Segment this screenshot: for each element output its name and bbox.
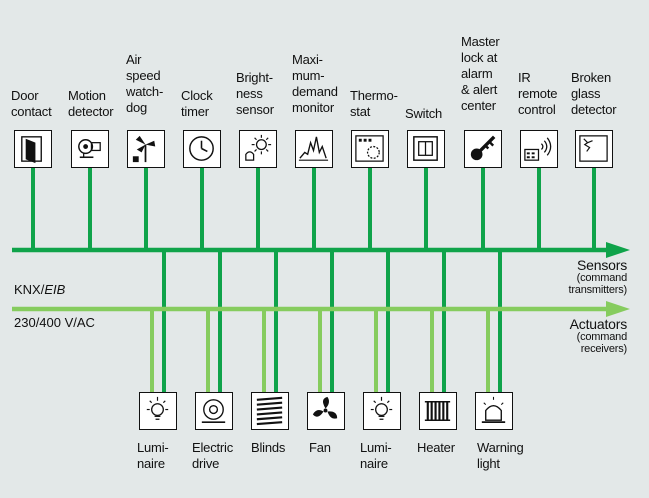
- sensor-label-max-demand-monitor: Maxi- mum- demand monitor: [292, 52, 338, 115]
- power-link-1: [150, 309, 154, 392]
- power-link-4: [318, 309, 322, 392]
- motion-detector-icon: [78, 139, 101, 159]
- warning-light-icon: [481, 396, 506, 424]
- sensor-drop-11: [592, 166, 596, 250]
- sensor-label-motion-detector: Motion detector: [68, 88, 114, 119]
- actuator-link-2: [218, 250, 222, 392]
- power-link-7: [486, 309, 490, 392]
- door-contact-device: [14, 130, 52, 168]
- master-lock-device: [464, 130, 502, 168]
- actuator-label-electric-drive: Electric drive: [192, 440, 234, 471]
- power-bus-label: 230/400 V/AC: [14, 315, 95, 330]
- sensor-drop-3: [144, 166, 148, 250]
- ir-remote-icon: [524, 137, 552, 161]
- actuator-label-fan: Fan: [309, 440, 331, 455]
- actuator-link-4: [330, 250, 334, 392]
- sensor-drop-8: [424, 166, 428, 250]
- power-link-2: [206, 309, 210, 392]
- brightness-sensor-device: [239, 130, 277, 168]
- actuator-link-5: [386, 250, 390, 392]
- blinds-icon: [256, 396, 283, 426]
- knx-eib-label: KNX/EIB: [14, 282, 66, 297]
- sensor-label-air-speed-watchdog: Air speed watch- dog: [126, 52, 164, 115]
- switch-icon: [413, 136, 438, 161]
- actuators-title: Actuators: [569, 316, 628, 332]
- motion-detector-device: [71, 130, 109, 168]
- motor-icon: [201, 399, 226, 423]
- thermostat-icon: [355, 135, 384, 162]
- sensors-subtitle-2: transmitters): [568, 284, 627, 296]
- sensor-bus-arrow: [606, 242, 630, 258]
- actuators-subtitle-1: (command: [576, 331, 628, 343]
- actuator-label-warning-light: Warning light: [477, 440, 524, 471]
- broken-glass-icon: [579, 135, 608, 162]
- clock-timer-device: [183, 130, 221, 168]
- sensors-subtitle-1: (command: [576, 272, 628, 284]
- sun-sensor-icon: [245, 134, 272, 161]
- power-bus-arrow: [606, 301, 630, 317]
- clock-icon: [189, 136, 214, 161]
- power-link-5: [374, 309, 378, 392]
- sensor-drop-10: [537, 166, 541, 250]
- heater-device: [419, 392, 457, 430]
- sensor-drop-9: [481, 166, 485, 250]
- actuator-link-6: [442, 250, 446, 392]
- sensor-label-broken-glass: Broken glass detector: [571, 70, 617, 117]
- sensor-drop-4: [200, 166, 204, 250]
- fan-icon: [312, 396, 338, 419]
- luminaire-1-device: [139, 392, 177, 430]
- sensor-drop-7: [368, 166, 372, 250]
- actuator-label-heater: Heater: [417, 440, 455, 455]
- radiator-icon: [424, 400, 451, 421]
- actuators-subtitle-2: receivers): [580, 343, 627, 355]
- sensor-drop-1: [31, 166, 35, 250]
- lamp-icon: [146, 396, 169, 420]
- sensor-label-switch: Switch: [405, 106, 443, 121]
- door-icon: [21, 136, 42, 164]
- demand-graph-icon: [298, 136, 329, 161]
- ir-remote-device: [520, 130, 558, 168]
- sensor-drop-2: [88, 166, 92, 250]
- key-icon: [470, 135, 496, 161]
- fan-device: [307, 392, 345, 430]
- sensor-label-clock-timer: Clock timer: [181, 88, 213, 119]
- actuator-link-7: [498, 250, 502, 392]
- actuator-label-luminaire-1: Lumi- naire: [137, 440, 169, 471]
- lamp-icon: [370, 396, 393, 420]
- sensors-title: Sensors: [577, 257, 627, 273]
- blinds-device: [251, 392, 289, 430]
- max-demand-monitor-device: [295, 130, 333, 168]
- actuator-label-blinds: Blinds: [251, 440, 286, 455]
- actuator-label-luminaire-2: Lumi- naire: [360, 440, 392, 471]
- actuator-link-3: [274, 250, 278, 392]
- sensor-drop-5: [256, 166, 260, 250]
- power-link-6: [430, 309, 434, 392]
- actuator-link-1: [162, 250, 166, 392]
- thermostat-device: [351, 130, 389, 168]
- air-speed-watchdog-device: [127, 130, 165, 168]
- sensor-label-brightness-sensor: Bright- ness sensor: [236, 70, 274, 117]
- warning-light-device: [475, 392, 513, 430]
- sensor-drop-6: [312, 166, 316, 250]
- power-link-3: [262, 309, 266, 392]
- sensor-label-thermostat: Thermo- stat: [350, 88, 398, 119]
- electric-drive-device: [195, 392, 233, 430]
- wind-vane-icon: [132, 135, 156, 163]
- switch-device: [407, 130, 445, 168]
- luminaire-2-device: [363, 392, 401, 430]
- broken-glass-device: [575, 130, 613, 168]
- sensor-label-master-lock: Master lock at alarm & alert center: [461, 34, 500, 113]
- sensor-label-ir-remote: IR remote control: [518, 70, 558, 117]
- sensor-label-door-contact: Door contact: [11, 88, 52, 119]
